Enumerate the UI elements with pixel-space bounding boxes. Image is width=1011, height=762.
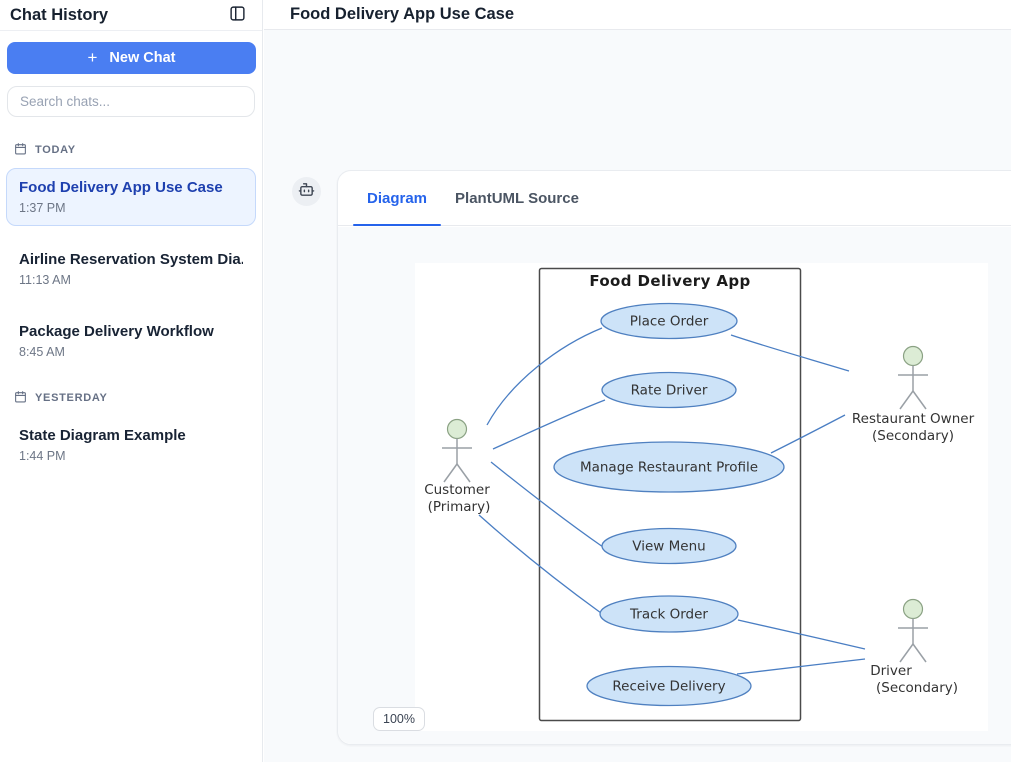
actor-name: Driver	[870, 663, 912, 679]
chat-item-state-diagram[interactable]: State Diagram Example 1:44 PM	[6, 416, 256, 474]
usecase-receive-delivery: Receive Delivery	[586, 665, 752, 707]
diagram-viewer[interactable]: Food Delivery App	[338, 227, 1011, 744]
usecase-label: Track Order	[629, 607, 708, 623]
usecase-place-order: Place Order	[600, 302, 738, 340]
usecase-manage-restaurant-profile: Manage Restaurant Profile	[553, 441, 785, 493]
edge-track-order-driver	[737, 619, 866, 650]
new-chat-label: New Chat	[109, 50, 176, 66]
chat-item-title: State Diagram Example	[19, 427, 186, 444]
bot-icon	[298, 181, 315, 203]
calendar-icon	[14, 390, 27, 406]
page-title: Food Delivery App Use Case	[290, 5, 515, 23]
chat-item-time: 8:45 AM	[19, 345, 65, 359]
actor-role: (Primary)	[428, 499, 491, 515]
actor-role: (Secondary)	[872, 428, 954, 444]
new-chat-button[interactable]: + New Chat	[7, 42, 256, 74]
zoom-level-badge: 100%	[373, 707, 425, 731]
panel-left-icon	[229, 5, 246, 25]
plus-icon: +	[87, 48, 98, 67]
chat-item-title: Food Delivery App Use Case	[19, 179, 223, 196]
usecase-view-menu: View Menu	[601, 527, 737, 565]
system-boundary-title: Food Delivery App	[589, 272, 750, 290]
edge-customer-view-menu	[490, 461, 604, 548]
actor-name: Restaurant Owner	[852, 411, 975, 427]
usecase-diagram-canvas[interactable]: Food Delivery App	[415, 263, 988, 731]
bot-avatar	[292, 177, 321, 206]
tab-plantuml-source[interactable]: PlantUML Source	[455, 189, 579, 207]
edge-place-order-restaurant-owner	[730, 334, 850, 372]
chat-item-title: Package Delivery Workflow	[19, 323, 214, 340]
chat-item-package-delivery[interactable]: Package Delivery Workflow 8:45 AM	[6, 312, 256, 370]
search-container	[7, 86, 255, 117]
chat-list: TODAY Food Delivery App Use Case 1:37 PM…	[0, 142, 262, 474]
actor-driver: Driver (Secondary)	[870, 598, 958, 696]
usecase-rate-driver: Rate Driver	[601, 371, 737, 409]
main-area: Food Delivery App Use Case Diagram Plant…	[264, 0, 1011, 762]
search-input[interactable]	[7, 86, 255, 117]
actor-customer: Customer (Primary)	[424, 418, 491, 515]
chat-item-title: Airline Reservation System Dia...	[19, 251, 243, 268]
chat-item-time: 1:37 PM	[19, 201, 66, 215]
chat-item-time: 1:44 PM	[19, 449, 66, 463]
actor-role: (Secondary)	[876, 680, 958, 696]
chat-item-food-delivery[interactable]: Food Delivery App Use Case 1:37 PM	[6, 168, 256, 226]
edge-manage-profile-restaurant-owner	[770, 414, 846, 454]
usecase-label: Manage Restaurant Profile	[580, 460, 758, 476]
actor-name: Customer	[424, 482, 490, 498]
chat-item-airline-reservation[interactable]: Airline Reservation System Dia... 11:13 …	[6, 240, 256, 298]
calendar-icon	[14, 142, 27, 158]
section-header-today: TODAY	[14, 142, 248, 158]
usecase-diagram-svg: Food Delivery App	[424, 267, 975, 722]
sidebar: Chat History + New Chat TODAY Food De	[0, 0, 263, 762]
association-edges	[478, 327, 866, 675]
actor-restaurant-owner: Restaurant Owner (Secondary)	[852, 345, 975, 444]
section-label-text: YESTERDAY	[35, 392, 108, 404]
edge-receive-delivery-driver	[736, 658, 866, 675]
chat-item-time: 11:13 AM	[19, 273, 71, 287]
section-label-text: TODAY	[35, 144, 76, 156]
usecase-label: Rate Driver	[631, 383, 708, 399]
section-header-yesterday: YESTERDAY	[14, 390, 248, 406]
tab-diagram[interactable]: Diagram	[353, 171, 442, 226]
toggle-sidebar-button[interactable]	[226, 4, 248, 26]
usecase-label: Place Order	[630, 314, 709, 330]
edge-customer-place-order	[486, 327, 603, 426]
edge-customer-rate-driver	[492, 399, 606, 450]
sidebar-title: Chat History	[10, 5, 109, 24]
tab-bar: Diagram PlantUML Source	[338, 171, 1011, 226]
sidebar-header: Chat History	[0, 0, 262, 31]
usecase-label: View Menu	[632, 539, 705, 555]
usecase-label: Receive Delivery	[612, 679, 725, 695]
edge-customer-track-order	[478, 514, 602, 614]
main-header: Food Delivery App Use Case	[264, 0, 1011, 30]
diagram-card: Diagram PlantUML Source Food Delivery Ap…	[337, 170, 1011, 745]
usecases: Place Order Rate Driver Manage Restauran…	[553, 302, 785, 707]
usecase-track-order: Track Order	[599, 595, 739, 633]
